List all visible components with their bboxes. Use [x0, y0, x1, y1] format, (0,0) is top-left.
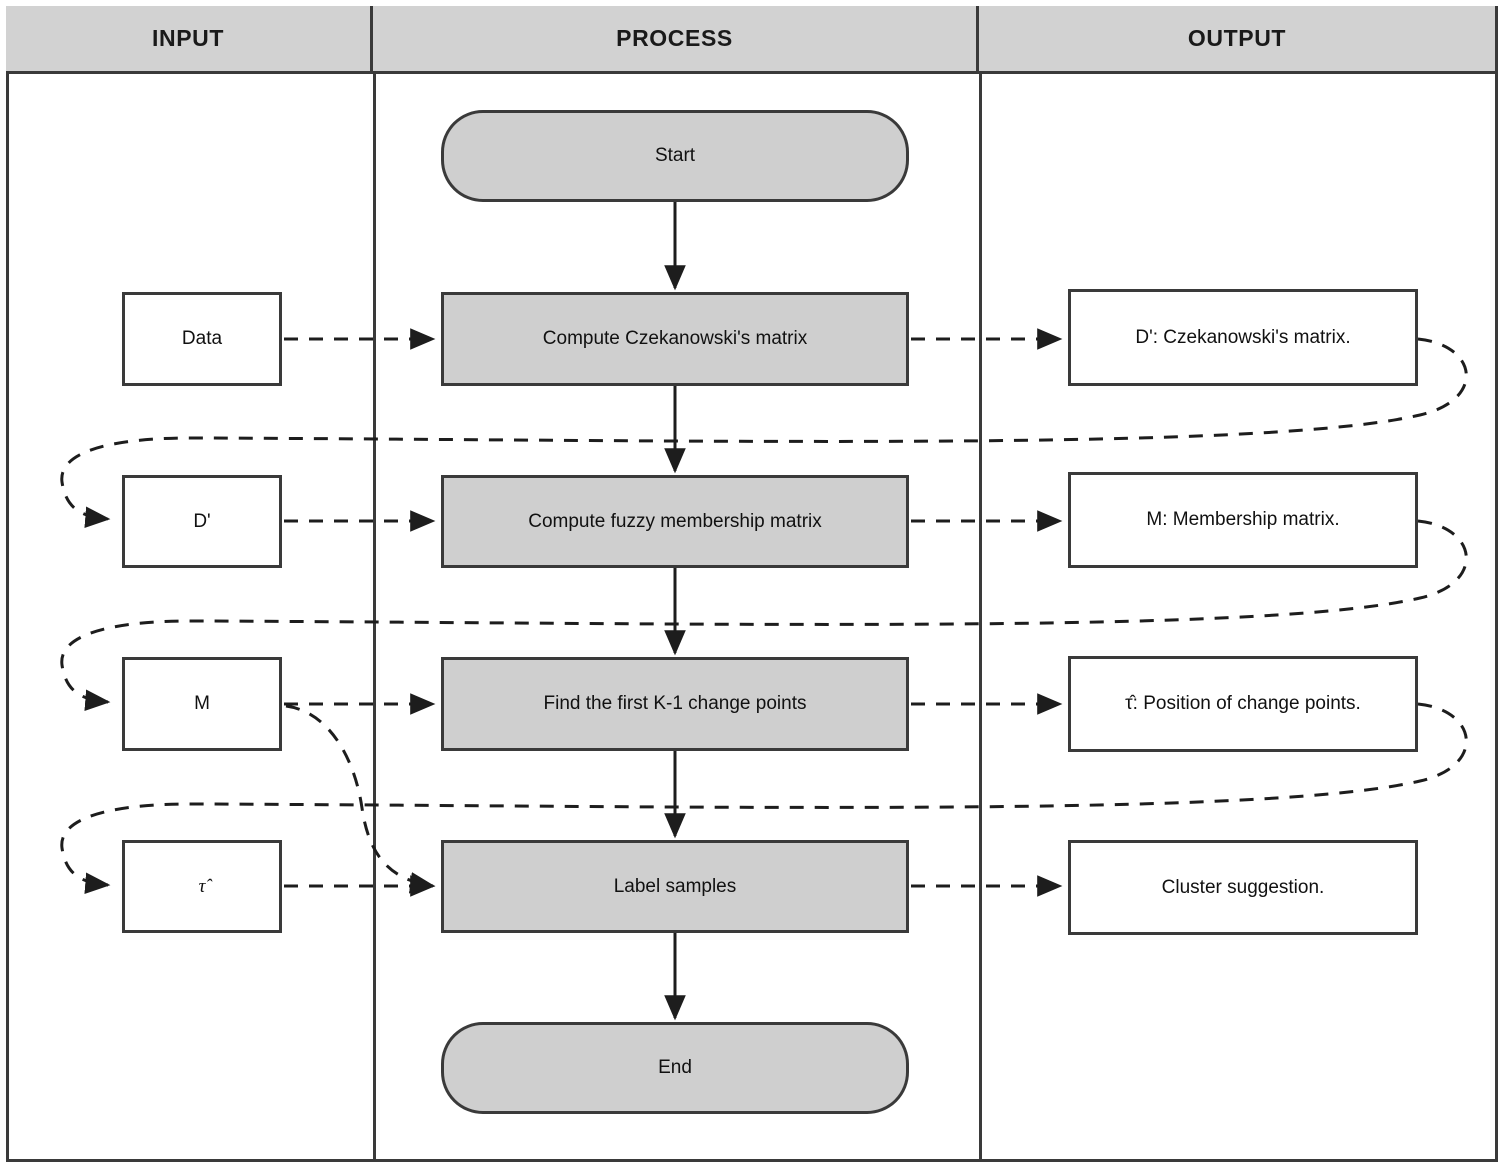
lane-header-input: INPUT [6, 6, 373, 71]
node-input-m[interactable]: M [122, 657, 282, 751]
node-output-cluster-suggestion[interactable]: Cluster suggestion. [1068, 840, 1418, 935]
node-input-data[interactable]: Data [122, 292, 282, 386]
node-compute-fuzzy-membership-matrix[interactable]: Compute fuzzy membership matrix [441, 475, 909, 568]
lane-header-process: PROCESS [373, 6, 979, 71]
lane-header-output: OUTPUT [979, 6, 1495, 71]
node-input-tau-hat[interactable]: τ̂ [122, 840, 282, 933]
node-compute-czekanowski-matrix[interactable]: Compute Czekanowski's matrix [441, 292, 909, 386]
node-end[interactable]: End [441, 1022, 909, 1114]
node-input-dprime[interactable]: D' [122, 475, 282, 568]
node-label-samples[interactable]: Label samples [441, 840, 909, 933]
node-output-czekanowski-matrix[interactable]: D': Czekanowski's matrix. [1068, 289, 1418, 386]
node-output-membership-matrix[interactable]: M: Membership matrix. [1068, 472, 1418, 568]
lane-divider-input-process [373, 74, 376, 1162]
node-start[interactable]: Start [441, 110, 909, 202]
lane-divider-process-output [979, 74, 982, 1162]
swimlane-header-band: INPUT PROCESS OUTPUT [6, 6, 1498, 74]
node-find-change-points[interactable]: Find the first K-1 change points [441, 657, 909, 751]
node-output-change-points[interactable]: τ̂: Position of change points. [1068, 656, 1418, 752]
